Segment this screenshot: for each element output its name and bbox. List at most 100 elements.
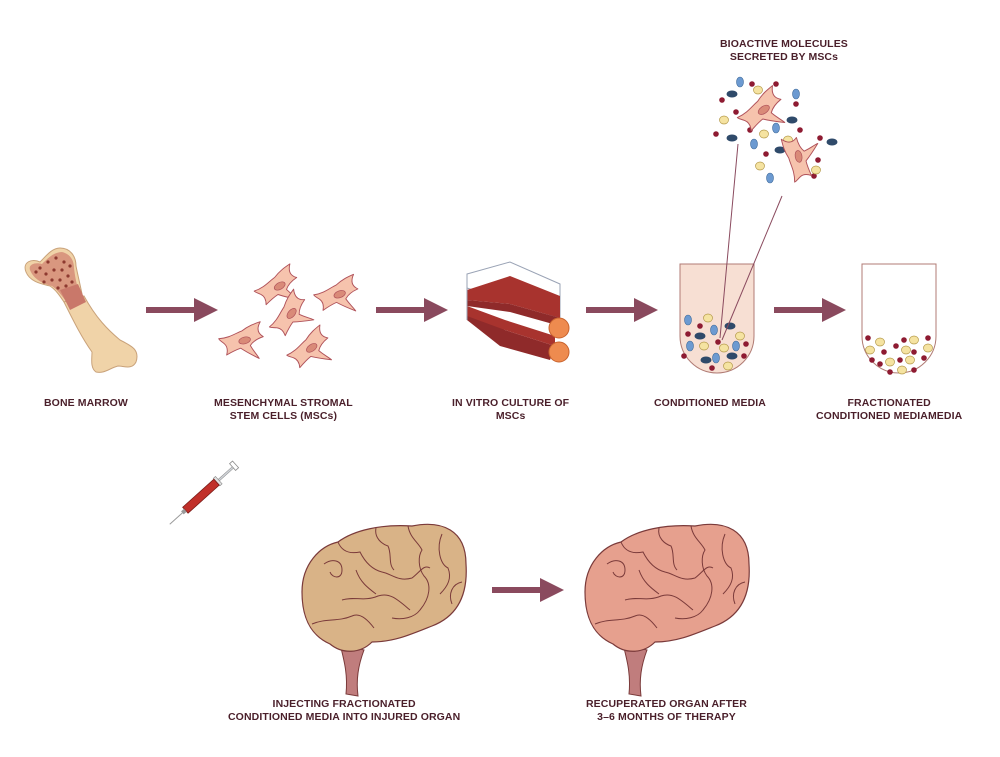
marrow-dot [34, 270, 38, 274]
molecule-navy [726, 352, 738, 360]
molecule-dark-red [921, 355, 927, 361]
molecule-blue [732, 340, 740, 352]
marrow-dot [54, 256, 58, 260]
molecule-blue [766, 172, 774, 184]
molecule-dark-red [749, 81, 755, 87]
label-line: CONDITIONED MEDIAMEDIA [816, 410, 963, 422]
molecule-cream [759, 129, 769, 139]
molecule-navy [726, 134, 738, 142]
molecule-dark-red [715, 339, 721, 345]
molecule-cream [753, 85, 763, 95]
molecule-dark-red [911, 367, 917, 373]
marrow-dot [64, 284, 68, 288]
marrow-dot [44, 272, 48, 276]
arrow-culture-to-media [586, 298, 658, 322]
molecule-cream [905, 355, 915, 365]
molecule-dark-red [887, 369, 893, 375]
label-line: IN VITRO CULTURE OF [452, 397, 570, 409]
label-line: BIOACTIVE MOLECULES [720, 38, 848, 50]
molecule-cream [811, 165, 821, 175]
molecule-dark-red [893, 343, 899, 349]
msc-cell [214, 312, 269, 364]
label-recuperated: RECUPERATED ORGAN AFTER 3–6 MONTHS OF TH… [586, 698, 747, 724]
marrow-dot [46, 260, 50, 264]
bone-marrow-lower [60, 284, 86, 310]
label-line: 3–6 MONTHS OF THERAPY [597, 711, 736, 723]
flask-cap [548, 341, 570, 363]
molecule-cream [875, 337, 885, 347]
molecule-blue [686, 340, 694, 352]
label-bone-marrow: BONE MARROW [44, 397, 128, 410]
molecule-dark-red [811, 173, 817, 179]
msc-cell [310, 267, 363, 317]
injured-brain [301, 523, 467, 697]
molecule-dark-red [697, 323, 703, 329]
marrow-dot [50, 278, 54, 282]
label-line: MESENCHYMAL STROMAL [214, 397, 353, 409]
conditioned-media-tube [679, 143, 783, 374]
molecule-dark-red [773, 81, 779, 87]
molecule-dark-red [719, 97, 725, 103]
molecule-navy [826, 138, 838, 146]
molecule-navy [694, 332, 706, 340]
marrow-dot [62, 260, 66, 264]
molecule-dark-red [681, 353, 687, 359]
marrow-dot [60, 268, 64, 272]
molecule-dark-red [713, 131, 719, 137]
molecule-blue [712, 352, 720, 364]
molecule-navy [726, 90, 738, 98]
marrow-dot [52, 268, 56, 272]
molecule-cream [719, 343, 729, 353]
molecule-cream [897, 365, 907, 375]
marrow-dot [68, 264, 72, 268]
molecule-dark-red [901, 337, 907, 343]
molecule-cream [719, 115, 729, 125]
callout-line [721, 195, 783, 341]
molecule-blue [736, 76, 744, 88]
marrow-dot [42, 280, 46, 284]
culture-flasks [466, 261, 570, 363]
molecule-dark-red [733, 109, 739, 115]
label-line: BONE MARROW [44, 397, 128, 409]
molecule-dark-red [869, 357, 875, 363]
molecule-blue [772, 122, 780, 134]
label-line: INJECTING FRACTIONATED [272, 698, 416, 710]
label-line: FRACTIONATED [847, 397, 931, 409]
label-injecting: INJECTING FRACTIONATED CONDITIONED MEDIA… [228, 698, 460, 724]
molecule-dark-red [685, 331, 691, 337]
molecule-blue [750, 138, 758, 150]
label-line: CONDITIONED MEDIA INTO INJURED ORGAN [228, 711, 461, 723]
label-mscs: MESENCHYMAL STROMAL STEM CELLS (MSCs) [214, 397, 353, 423]
bone-shaft [63, 295, 138, 373]
molecule-cream [735, 331, 745, 341]
molecule-navy [786, 116, 798, 124]
recuperated-brain [584, 523, 750, 697]
molecule-blue [684, 314, 692, 326]
flask-cap [548, 317, 570, 339]
molecule-dark-red [763, 151, 769, 157]
marrow-dot [58, 278, 62, 282]
molecule-cream [923, 343, 933, 353]
arrow-media-to-fractionated [774, 298, 846, 322]
arrow-injured-to-recuperated [492, 578, 564, 602]
molecule-cream [885, 357, 895, 367]
msc-cells [214, 263, 363, 370]
molecule-dark-red [797, 127, 803, 133]
molecule-dark-red [741, 353, 747, 359]
molecule-dark-red [897, 357, 903, 363]
molecule-cream [901, 345, 911, 355]
molecule-dark-red [865, 335, 871, 341]
molecule-dark-red [793, 101, 799, 107]
molecule-dark-red [881, 349, 887, 355]
callout-line [719, 143, 739, 339]
molecule-dark-red [743, 341, 749, 347]
molecule-blue [710, 324, 718, 336]
molecule-navy [774, 146, 786, 154]
molecule-dark-red [815, 157, 821, 163]
molecule-navy [700, 356, 712, 364]
label-line: MSCs [495, 410, 526, 422]
molecule-cream [699, 341, 709, 351]
molecule-cream [723, 361, 733, 371]
